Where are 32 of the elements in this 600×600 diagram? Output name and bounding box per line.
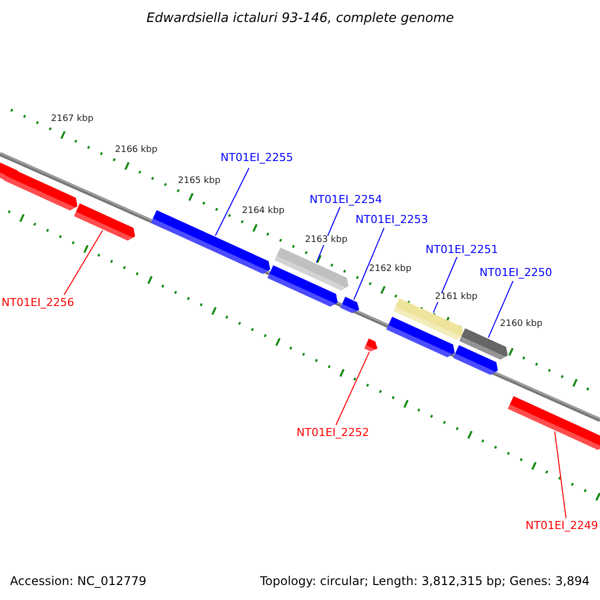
accession-label: Accession: NC_012779 bbox=[10, 575, 146, 587]
scale-label: 2161 kbp bbox=[435, 292, 478, 302]
leader-line bbox=[336, 351, 370, 426]
leader-line bbox=[64, 230, 104, 296]
gene-label: NT01EI_2255 bbox=[220, 152, 294, 162]
scale-label: 2164 kbp bbox=[242, 206, 284, 216]
gene-label: NT01EI_2252 bbox=[296, 426, 370, 438]
gene-label: NT01EI_2256 bbox=[2, 296, 74, 308]
gene-label: NT01EI_2254 bbox=[310, 194, 382, 204]
genome-summary: Topology: circular; Length: 3,812,315 bp; Genes: 3,894 bbox=[260, 575, 590, 587]
gene-feature bbox=[364, 338, 378, 352]
scale-label: 2166 kbp bbox=[115, 146, 158, 154]
leader-line bbox=[316, 206, 340, 264]
gene-feature bbox=[508, 396, 600, 450]
scale-label: 2165 kbp bbox=[178, 176, 220, 186]
leader-line bbox=[214, 168, 250, 236]
leader-line bbox=[488, 280, 514, 338]
gene-label: NT01EI_2249 bbox=[526, 520, 598, 530]
leader-line bbox=[353, 228, 384, 300]
leader-line bbox=[554, 430, 566, 518]
gene-label: NT01EI_2251 bbox=[426, 244, 498, 254]
gene-feature bbox=[340, 296, 360, 314]
gene-feature bbox=[74, 203, 136, 241]
gene-feature bbox=[274, 247, 348, 290]
diagram-title: Edwardsiella ictaluri 93-146, complete genome bbox=[146, 12, 454, 24]
gene-feature bbox=[459, 328, 508, 360]
scale-label: 2163 kbp bbox=[305, 236, 348, 244]
scale-label: 2167 kbp bbox=[51, 114, 94, 124]
gene-label: NT01EI_2250 bbox=[480, 266, 552, 278]
scale-label: 2162 kbp bbox=[369, 264, 412, 274]
scale-label: 2160 kbp bbox=[500, 320, 542, 328]
gene-label: NT01EI_2253 bbox=[356, 214, 428, 224]
